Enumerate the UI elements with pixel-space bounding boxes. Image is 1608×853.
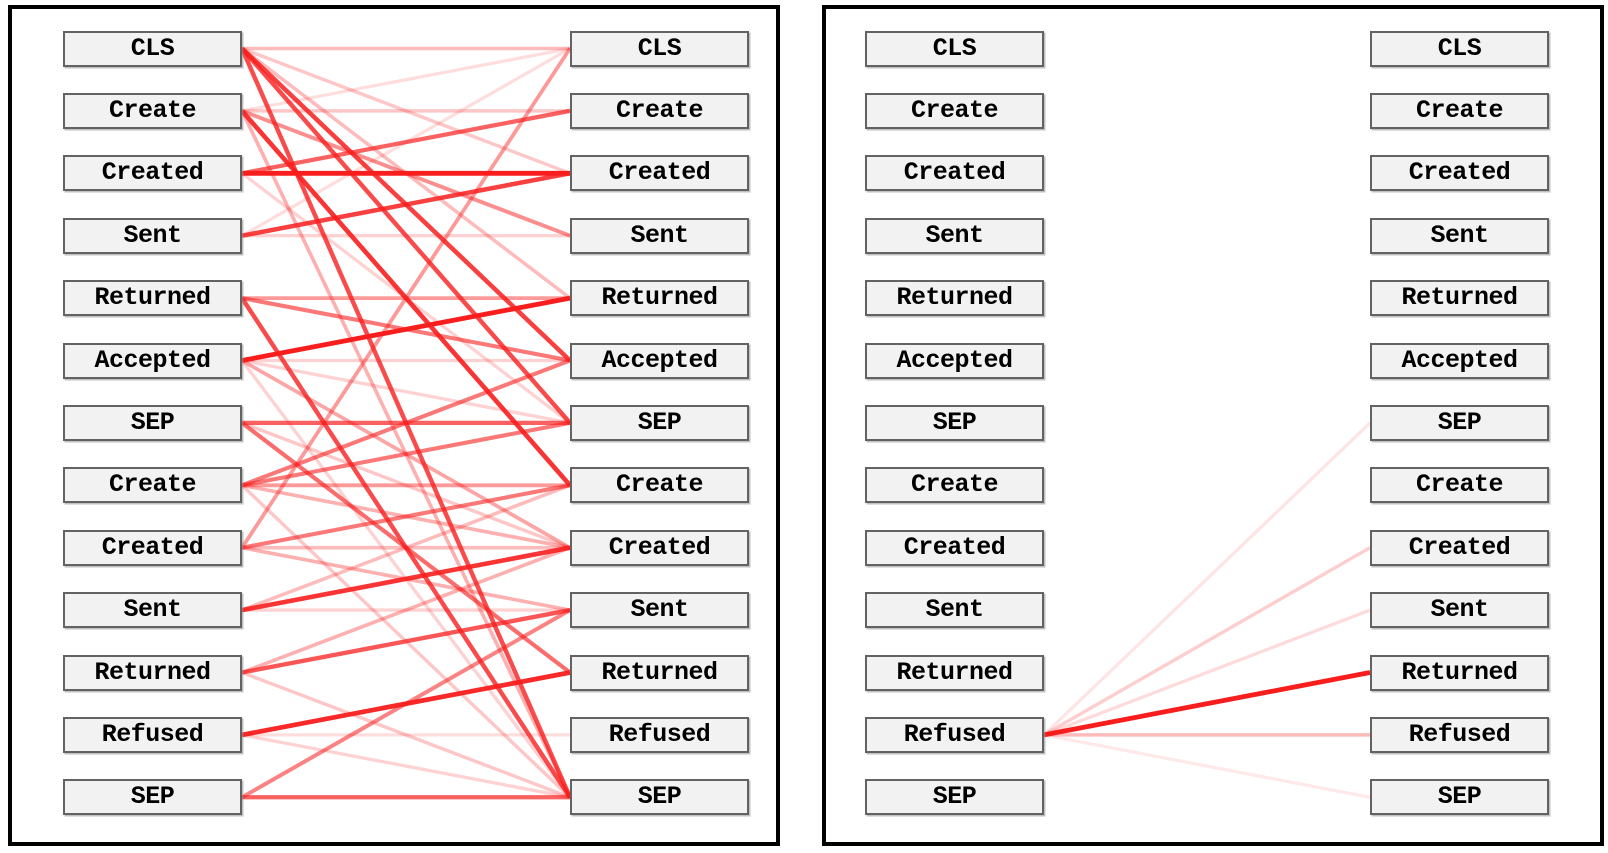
token-box-left-cls: CLS	[865, 30, 1044, 67]
token-box-left-created: Created	[63, 529, 242, 566]
token-box-right-create: Create	[1370, 92, 1549, 129]
token-box-left-sent: Sent	[865, 217, 1044, 254]
token-box-right-create: Create	[570, 92, 749, 129]
token-box-left-sent: Sent	[865, 592, 1044, 629]
token-box-left-refused: Refused	[63, 716, 242, 753]
token-box-left-sent: Sent	[63, 592, 242, 629]
token-box-right-refused: Refused	[1370, 716, 1549, 753]
token-box-left-sep: SEP	[63, 779, 242, 816]
token-box-right-created: Created	[1370, 529, 1549, 566]
token-box-left-sep: SEP	[865, 404, 1044, 441]
token-box-right-sep: SEP	[1370, 404, 1549, 441]
token-box-left-returned: Returned	[63, 280, 242, 317]
token-box-left-created: Created	[63, 155, 242, 192]
token-box-right-sent: Sent	[570, 592, 749, 629]
token-box-right-sep: SEP	[570, 404, 749, 441]
token-box-right-accepted: Accepted	[570, 342, 749, 379]
token-box-left-create: Create	[865, 467, 1044, 504]
token-box-right-created: Created	[1370, 155, 1549, 192]
token-box-left-cls: CLS	[63, 30, 242, 67]
token-box-right-created: Created	[570, 155, 749, 192]
token-box-left-sep: SEP	[865, 779, 1044, 816]
token-box-right-returned: Returned	[1370, 654, 1549, 691]
token-box-right-cls: CLS	[570, 30, 749, 67]
token-box-right-accepted: Accepted	[1370, 342, 1549, 379]
token-box-left-sent: Sent	[63, 217, 242, 254]
token-box-right-sep: SEP	[1370, 779, 1549, 816]
token-box-left-accepted: Accepted	[865, 342, 1044, 379]
token-box-left-returned: Returned	[865, 280, 1044, 317]
token-box-left-accepted: Accepted	[63, 342, 242, 379]
token-box-left-created: Created	[865, 529, 1044, 566]
token-box-right-returned: Returned	[1370, 280, 1549, 317]
token-box-left-returned: Returned	[63, 654, 242, 691]
token-box-left-refused: Refused	[865, 716, 1044, 753]
token-box-right-create: Create	[1370, 467, 1549, 504]
token-box-right-sent: Sent	[1370, 592, 1549, 629]
token-box-right-sep: SEP	[570, 779, 749, 816]
token-box-right-sent: Sent	[570, 217, 749, 254]
token-box-right-created: Created	[570, 529, 749, 566]
token-box-right-returned: Returned	[570, 654, 749, 691]
token-box-right-create: Create	[570, 467, 749, 504]
token-box-right-refused: Refused	[570, 716, 749, 753]
right-attention-panel	[822, 5, 1604, 846]
token-box-left-sep: SEP	[63, 404, 242, 441]
token-box-left-returned: Returned	[865, 654, 1044, 691]
token-box-left-create: Create	[63, 92, 242, 129]
left-attention-panel	[8, 5, 780, 846]
token-box-right-returned: Returned	[570, 280, 749, 317]
token-box-left-create: Create	[63, 467, 242, 504]
token-box-left-created: Created	[865, 155, 1044, 192]
token-box-left-create: Create	[865, 92, 1044, 129]
token-box-right-cls: CLS	[1370, 30, 1549, 67]
token-box-right-sent: Sent	[1370, 217, 1549, 254]
